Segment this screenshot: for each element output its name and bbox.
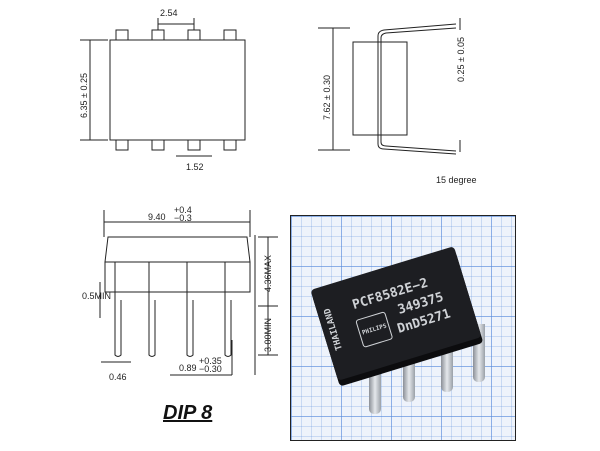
package-title: DIP 8	[163, 402, 213, 424]
side-view: 7.62 ± 0.30 0.25 ± 0.05 15 degree	[318, 18, 477, 185]
standoff-label: 0.5MIN	[82, 291, 111, 301]
svg-text:−0.3: −0.3	[174, 213, 192, 223]
top-view: 2.54 6.35 ± 0.25 1.52	[79, 8, 246, 172]
row-spacing-label: 7.62 ± 0.30	[322, 75, 332, 120]
chip-body: THAILAND PCF8582E−2 349375 DnD5271 PHILI…	[310, 246, 482, 381]
chip-photo: THAILAND PCF8582E−2 349375 DnD5271 PHILI…	[290, 215, 516, 441]
lead-length-label: 3.00MIN	[263, 318, 273, 352]
front-view: 9.40 +0.4 −0.3 0.5MIN 0.46 0.89 +0.35 −0…	[82, 205, 278, 382]
angle-label: 15 degree	[436, 175, 477, 185]
length-label: 9.40	[148, 212, 166, 222]
svg-text:−0.30: −0.30	[199, 364, 222, 374]
svg-text:+0.35: +0.35	[199, 356, 222, 366]
lead-thickness-label: 0.25 ± 0.05	[456, 37, 466, 82]
pitch-label: 2.54	[160, 8, 178, 18]
lead-width-label: 0.46	[109, 372, 127, 382]
body-width-label: 6.35 ± 0.25	[79, 73, 89, 118]
pin-width-label: 1.52	[186, 162, 204, 172]
philips-logo: PHILIPS	[355, 311, 394, 348]
height-label: 4.36MAX	[263, 255, 273, 292]
svg-text:+0.4: +0.4	[174, 205, 192, 215]
end-label: 0.89	[179, 363, 197, 373]
